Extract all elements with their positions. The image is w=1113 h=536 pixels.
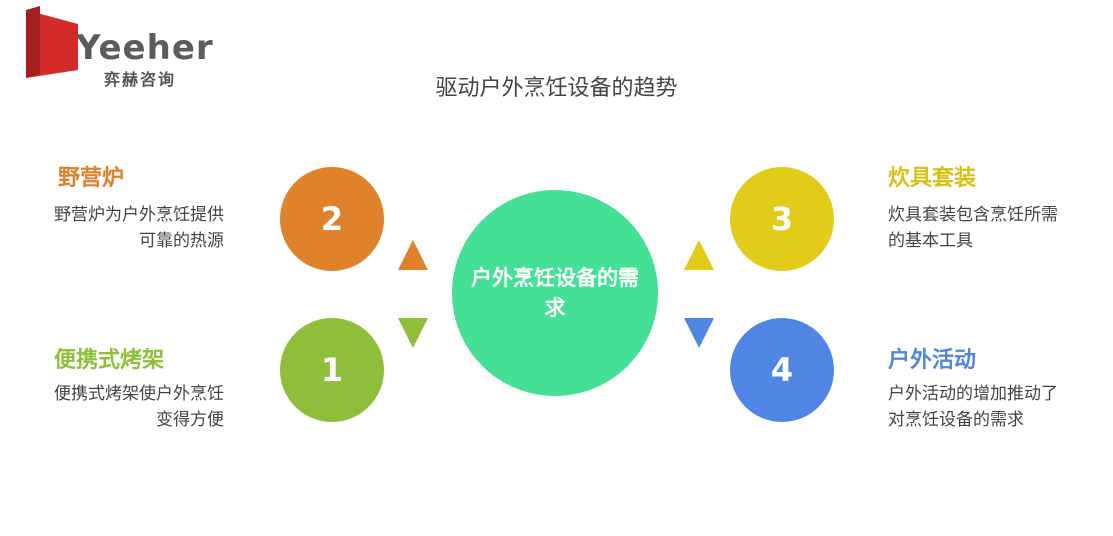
item-4-heading: 户外活动 [888, 348, 977, 373]
logo-text: Yeeher [76, 28, 214, 68]
arrow-down-green-icon [398, 318, 428, 348]
logo: Yeeher 弈赫咨询 [26, 6, 213, 89]
item-2-description: 野营炉为户外烹饪提供可靠的热源 [54, 205, 224, 251]
item-3-heading: 炊具套装 [888, 166, 977, 191]
arrow-up-yellow-icon [684, 240, 714, 270]
item-4-circle: 4 [730, 318, 834, 422]
logo-mark-icon [26, 6, 78, 78]
item-1-description: 便携式烤架使户外烹饪变得方便 [54, 384, 224, 430]
item-3-description: 炊具套装包含烹饪所需的基本工具 [888, 205, 1058, 251]
diagram-title: 驱动户外烹饪设备的趋势 [435, 76, 678, 101]
item-1-heading: 便携式烤架 [54, 348, 165, 373]
logo-subtitle: 弈赫咨询 [104, 70, 177, 89]
item-2-heading: 野营炉 [58, 166, 125, 191]
center-circle: 户外烹饪设备的需求 [452, 190, 658, 396]
item-1-circle: 1 [280, 318, 384, 422]
item-4-description: 户外活动的增加推动了对烹饪设备的需求 [888, 384, 1058, 430]
arrow-up-orange-icon [398, 240, 428, 270]
arrow-down-blue-icon [684, 318, 714, 348]
item-2-circle: 2 [280, 167, 384, 271]
item-3-circle: 3 [730, 167, 834, 271]
